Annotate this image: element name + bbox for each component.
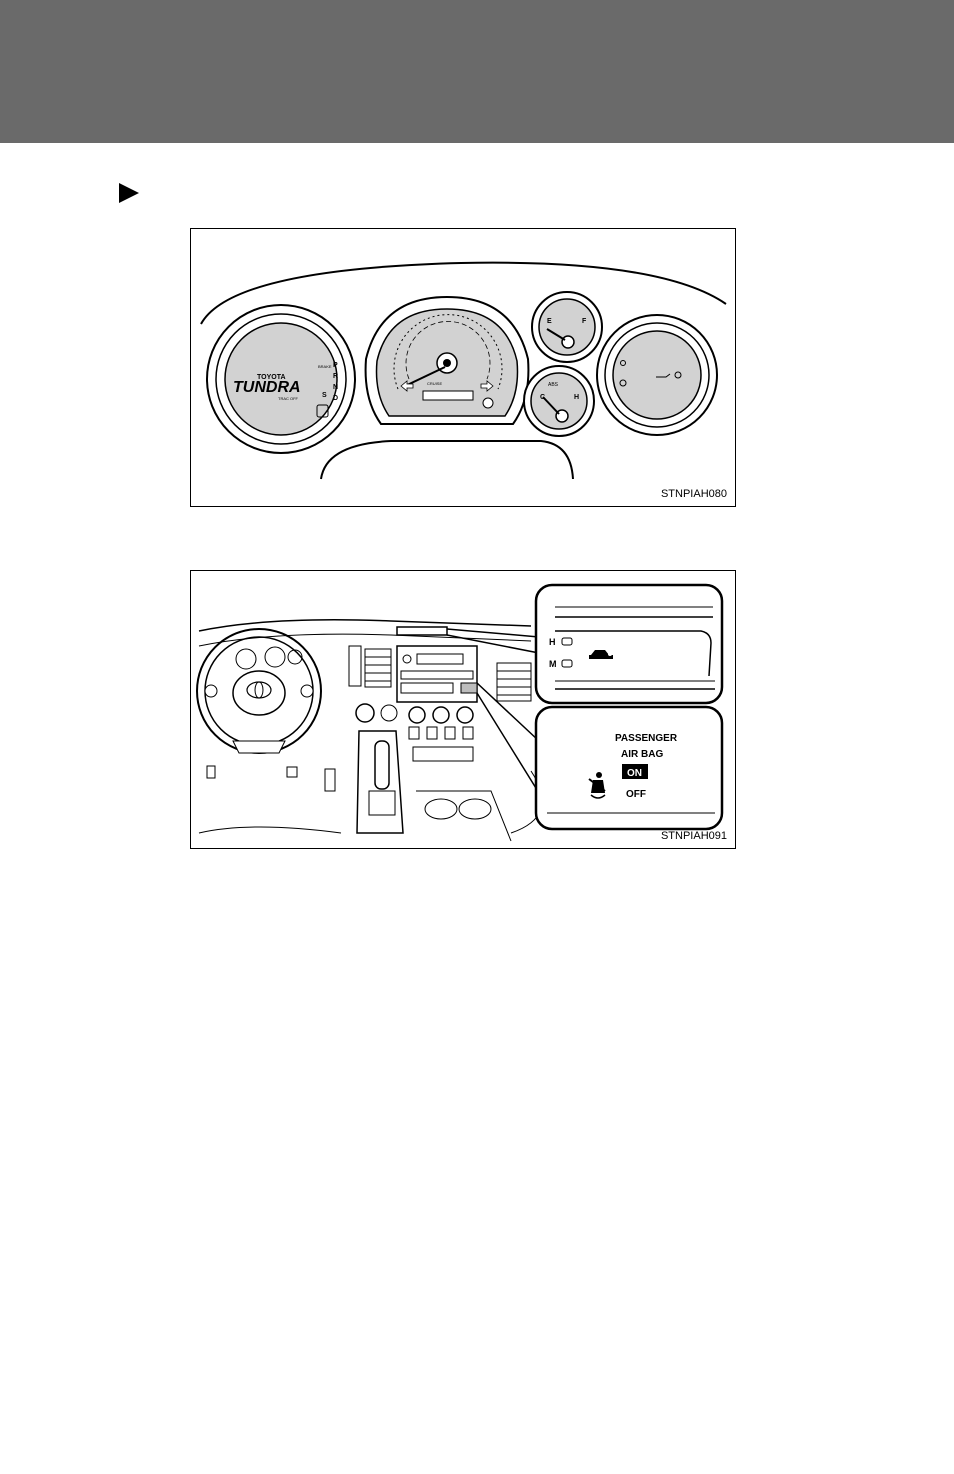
left-gauge: TOYOTA TUNDRA BRAKE TRAC OFF P R N D S (206, 304, 356, 454)
abs-label: ABS (548, 382, 559, 388)
gear-r: R (333, 373, 338, 380)
seatbelt-icon (588, 772, 606, 799)
brake-label: BRAKE (318, 364, 332, 369)
car-security-icon (589, 650, 613, 659)
fuel-e-label: E (547, 318, 552, 325)
gear-s: S (322, 392, 327, 399)
brand-label: TOYOTA (257, 374, 286, 381)
gear-n: N (333, 384, 338, 391)
off-label: OFF (626, 789, 646, 800)
header-bar (0, 0, 954, 143)
trac-label: TRAC OFF (278, 396, 299, 401)
speedometer: CRUISE (364, 295, 530, 425)
dashboard-illustration: H M PASSENGER AIR BAG ON OFF (196, 583, 724, 842)
airbag-label: AIR BAG (621, 749, 663, 760)
on-label: ON (627, 768, 642, 779)
temperature-gauge: ABS C H (523, 365, 595, 437)
temp-h-label: H (574, 394, 579, 401)
model-label: TUNDRA (233, 379, 301, 396)
instrument-cluster-illustration: TOYOTA TUNDRA BRAKE TRAC OFF P R N D S C… (200, 261, 727, 480)
h-label: H (549, 637, 556, 647)
instrument-cluster-figure: TOYOTA TUNDRA BRAKE TRAC OFF P R N D S C… (190, 228, 736, 507)
passenger-airbag-callout: PASSENGER AIR BAG ON OFF (534, 705, 724, 831)
security-indicator-callout: H M (534, 583, 724, 705)
section-bullet-icon (119, 183, 139, 203)
figure-code: STNPIAH091 (660, 830, 727, 842)
cruise-label: CRUISE (427, 381, 442, 386)
figure-code: STNPIAH080 (660, 488, 727, 500)
right-gauge (596, 314, 718, 436)
gear-d: D (333, 395, 338, 402)
gear-p: P (333, 362, 338, 369)
fuel-f-label: F (582, 318, 587, 325)
m-label: M (549, 659, 557, 669)
steering-wheel-illustration (196, 628, 322, 754)
passenger-label: PASSENGER (615, 733, 678, 744)
fuel-gauge: E F (531, 291, 603, 363)
dashboard-figure: H M PASSENGER AIR BAG ON OFF STNPIAH091 (190, 570, 736, 849)
